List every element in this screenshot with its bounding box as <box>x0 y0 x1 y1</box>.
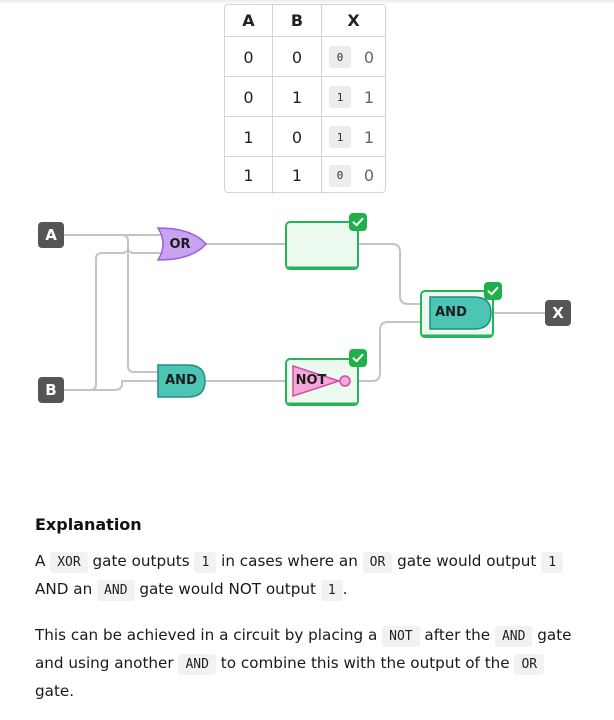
not-gate-label[interactable]: NOT <box>295 373 327 388</box>
cell-b: 0 <box>273 117 322 157</box>
cell-x: 1 <box>363 87 375 107</box>
code-not: NOT <box>382 626 420 647</box>
output-badge: 0 <box>329 46 351 68</box>
wire-not-to-final-and <box>352 321 432 382</box>
cell-x: 0 <box>363 47 375 67</box>
final-and-gate <box>429 296 492 330</box>
text: after the <box>419 626 495 644</box>
cell-a: 1 <box>225 117 273 157</box>
code-one: 1 <box>541 552 564 573</box>
text: This can be achieved in a circuit by pla… <box>35 626 383 644</box>
code-and: AND <box>178 654 216 675</box>
cell-x: 0 <box>363 166 375 185</box>
cell-a: 0 <box>225 77 273 117</box>
top-divider <box>0 0 614 4</box>
output-badge: 1 <box>329 86 351 108</box>
cell-x: 1 <box>363 127 375 147</box>
code-one: 1 <box>194 552 217 573</box>
text: A <box>35 552 51 570</box>
gate-slot-empty <box>285 221 359 270</box>
and-gate-label[interactable]: AND <box>165 373 197 388</box>
table-row: 1 1 0 0 <box>225 156 385 194</box>
column-header-b: B <box>273 5 322 36</box>
code-or: OR <box>514 654 545 675</box>
and-gate <box>157 364 206 398</box>
text: AND an <box>35 580 98 598</box>
not-gate <box>292 364 342 398</box>
output-badge: 1 <box>329 126 351 148</box>
final-and-gate-label[interactable]: AND <box>435 305 467 320</box>
text: gate outputs <box>87 552 195 570</box>
code-xor: XOR <box>50 552 88 573</box>
code-and: AND <box>97 580 135 601</box>
explanation-paragraph-1: A XOR gate outputs 1 in cases where an O… <box>35 548 580 604</box>
truth-table-header: A B X <box>225 5 385 36</box>
circuit-canvas <box>64 221 546 406</box>
text: gate would NOT output <box>134 580 321 598</box>
cell-b: 1 <box>273 77 322 117</box>
text: gate. <box>35 682 75 700</box>
text: gate and using another <box>35 626 572 672</box>
column-header-x: X <box>347 11 360 30</box>
wire-a-to-and <box>121 234 162 373</box>
code-one: 1 <box>320 580 343 601</box>
input-pin-b[interactable]: B <box>38 377 64 403</box>
text: gate would output <box>392 552 542 570</box>
explanation-paragraph-2: This can be achieved in a circuit by pla… <box>35 622 580 704</box>
wire-slot-to-final-and <box>358 243 432 305</box>
input-pin-a[interactable]: A <box>38 222 64 248</box>
output-pin-x[interactable]: X <box>545 300 571 326</box>
wire-b-to-or <box>64 250 162 391</box>
text: to combine this with the output of the <box>215 654 515 672</box>
code-and: AND <box>494 626 533 647</box>
explanation-title: Explanation <box>35 515 142 534</box>
cell-b: 0 <box>273 37 322 77</box>
text: in cases where an <box>216 552 363 570</box>
wire-b-to-and <box>64 380 160 391</box>
truth-table: A B X 0 0 0 0 0 1 1 1 1 0 1 1 1 1 0 0 <box>224 4 386 194</box>
cell-a: 0 <box>225 37 273 77</box>
cell-b: 1 <box>273 157 322 194</box>
check-icon <box>484 282 502 300</box>
table-row: 1 0 1 1 <box>225 116 385 157</box>
check-icon <box>349 213 367 231</box>
or-gate-label[interactable]: OR <box>169 237 191 252</box>
table-row: 0 0 0 0 <box>225 36 385 77</box>
text: . <box>342 580 348 598</box>
code-or: OR <box>362 552 393 573</box>
not-gate-bubble <box>339 375 351 387</box>
or-gate <box>156 227 207 261</box>
cell-a: 1 <box>225 157 273 194</box>
column-header-a: A <box>225 5 273 36</box>
table-row: 0 1 1 1 <box>225 76 385 117</box>
output-badge: 0 <box>329 164 351 187</box>
check-icon <box>349 349 367 367</box>
